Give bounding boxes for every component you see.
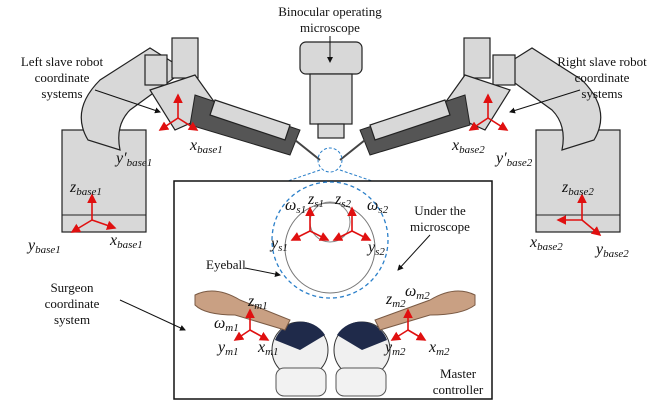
under-microscope-label-2: microscope <box>410 219 470 234</box>
axis-label-z-s2: zs2 <box>334 191 352 210</box>
axis-label-y-base1: ybase1 <box>26 237 61 256</box>
left-robot-label-1: Left slave robot <box>21 54 104 69</box>
surgeon-label-1: Surgeon <box>50 280 94 295</box>
axis-label-x-base2: xbase2 <box>529 234 563 253</box>
eyeball-label: Eyeball <box>206 257 246 272</box>
axis-label-y-prime-base2: y′base2 <box>494 150 533 169</box>
axis-labels: y′base1 xbase1 xbase2 y′base2 zbase1 yba… <box>26 137 629 358</box>
surgical-site-marker <box>317 147 343 173</box>
left-slave-robot <box>61 37 321 233</box>
surgeon-label-2: coordinate <box>45 296 100 311</box>
axis-label-y-s1: ys1 <box>269 235 288 254</box>
axis-label-omega-s2: ωs2 <box>367 197 389 216</box>
axis-label-z-base2: zbase2 <box>561 179 594 198</box>
axis-arrows <box>70 93 602 341</box>
microscope-view-circle <box>271 181 389 299</box>
axis-label-x-m2: xm2 <box>428 339 450 358</box>
eyeball-circle <box>284 202 376 294</box>
axis-label-y-s2: ys2 <box>366 239 385 258</box>
master-label-1: Master <box>440 366 477 381</box>
right-slave-robot <box>339 37 621 233</box>
axis-label-y-m1: ym1 <box>216 339 239 358</box>
axis-label-y-prime-base1: y′base1 <box>114 150 152 169</box>
left-robot-label-3: systems <box>41 86 82 101</box>
right-robot-label-2: coordinate <box>575 70 630 85</box>
axis-label-omega-s1: ωs1 <box>285 197 306 216</box>
under-microscope-label-1: Under the <box>414 203 466 218</box>
microscope-label-2: microscope <box>300 20 360 35</box>
master-label-2: controller <box>433 382 484 397</box>
axis-label-z-m1: zm1 <box>247 293 268 312</box>
inset-panel <box>173 180 493 400</box>
axis-label-z-base1: zbase1 <box>69 179 102 198</box>
master-controller-left <box>194 290 329 397</box>
axis-label-y-m2: ym2 <box>383 339 406 358</box>
axis-label-omega-m2: ωm2 <box>405 283 430 302</box>
axis-label-z-m2: zm2 <box>385 291 406 310</box>
right-robot-label-3: systems <box>581 86 622 101</box>
axis-label-x-m1: xm1 <box>257 339 279 358</box>
axis-label-x-base1-top: xbase1 <box>189 137 223 156</box>
surgeon-label-3: system <box>54 312 90 327</box>
axis-label-omega-m1: ωm1 <box>214 315 239 334</box>
master-controller-right <box>333 290 476 397</box>
right-robot-label-1: Right slave robot <box>557 54 647 69</box>
microscope-label-1: Binocular operating <box>278 4 382 19</box>
left-robot-label-2: coordinate <box>35 70 90 85</box>
microscope <box>299 41 363 139</box>
axis-label-z-s1: zs1 <box>307 191 324 210</box>
axis-label-x-base2-top: xbase2 <box>451 137 485 156</box>
axis-label-y-base2: ybase2 <box>594 241 629 260</box>
axis-label-x-base1: xbase1 <box>109 232 143 251</box>
